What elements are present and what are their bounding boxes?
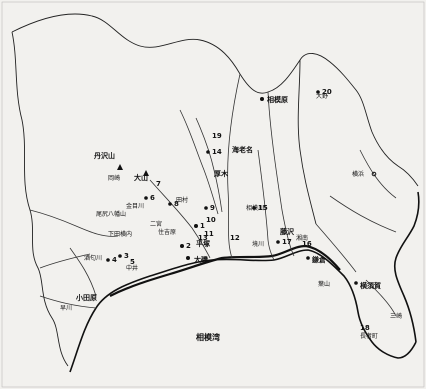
river-sagami xyxy=(227,73,241,259)
river-peninsula xyxy=(315,223,357,273)
site-number-8: 8 xyxy=(174,200,179,208)
site-number-14: 14 xyxy=(212,148,222,156)
river-west-1 xyxy=(29,209,119,237)
site-number-9: 9 xyxy=(210,204,215,212)
marker-tanzawa xyxy=(117,164,123,170)
site-dot xyxy=(316,90,320,94)
coastline-east xyxy=(393,191,420,343)
site-number-13: 13 xyxy=(198,234,208,242)
site-number-16: 16 xyxy=(302,240,312,248)
site-dot xyxy=(144,196,148,200)
label-site-misaki: 三崎 xyxy=(390,312,402,320)
label-site-oono: 大野 xyxy=(316,92,328,100)
marker-yokohama xyxy=(371,171,377,177)
marker-sagamihara xyxy=(260,97,264,101)
label-odawara: 小田原 xyxy=(75,293,97,302)
label-fujisawa: 藤沢 xyxy=(279,227,295,236)
label-atsugi: 厚木 xyxy=(214,169,229,178)
site-dot xyxy=(252,206,256,210)
site-dot xyxy=(106,258,110,262)
label-site-koyama: 尾尻八幡山 xyxy=(96,210,126,218)
site-dot xyxy=(118,254,122,258)
label-site-sakai: 境川 xyxy=(252,240,264,248)
site-number-5: 5 xyxy=(130,258,135,266)
site-number-6: 6 xyxy=(150,194,155,202)
site-number-20: 20 xyxy=(322,88,332,96)
site-number-10: 10 xyxy=(206,216,216,224)
label-hiratsuka: 平塚 xyxy=(196,239,210,248)
site-number-1: 1 xyxy=(200,222,205,230)
site-number-15: 15 xyxy=(258,204,268,212)
river-kaname xyxy=(149,179,211,259)
prefecture-border-east xyxy=(297,59,317,225)
prefecture-border-west xyxy=(11,31,69,367)
railway-line xyxy=(109,244,341,297)
river-west-2 xyxy=(39,253,91,269)
label-sagamihara: 相模原 xyxy=(267,95,288,104)
river-nakatsu xyxy=(179,109,219,215)
river-sakai xyxy=(267,91,295,257)
marker-yokosuka xyxy=(354,281,358,285)
label-site-kanameda: 金目川 xyxy=(126,202,144,210)
prefecture-border xyxy=(11,13,419,187)
label-tanzawa: 丹沢山 xyxy=(93,151,115,160)
river-sakawa xyxy=(69,247,97,297)
site-numbers: 1 2 3 4 5 6 7 8 9 10 11 12 13 14 15 16 1… xyxy=(112,88,370,332)
label-sagami-bay: 相模湾 xyxy=(196,332,220,342)
site-number-18: 18 xyxy=(360,324,370,332)
label-site-okazaki: 岡崎 xyxy=(108,174,120,182)
site-number-12: 12 xyxy=(230,234,240,242)
label-site-haya: 早川 xyxy=(60,305,72,312)
site-dot xyxy=(206,150,210,154)
label-site-sakawa: 酒匂川 xyxy=(84,254,102,262)
river-haya xyxy=(39,295,97,309)
site-number-2: 2 xyxy=(186,242,191,250)
site-number-4: 4 xyxy=(112,256,117,264)
site-dot xyxy=(180,244,184,248)
label-site-tamura: 田村 xyxy=(176,196,188,204)
site-dot xyxy=(168,202,172,206)
marker-kamakura xyxy=(306,256,310,260)
label-ebina: 海老名 xyxy=(232,145,253,154)
marker-ooyama xyxy=(143,170,149,176)
label-site-sumiyoshi: 住吉原 xyxy=(158,228,176,236)
marker-ooiso xyxy=(186,256,190,260)
label-site-shonan: 湘南 xyxy=(296,234,308,242)
label-site-shimo: 下田横内 xyxy=(108,230,132,238)
river-yokohama xyxy=(359,149,397,199)
site-number-7: 7 xyxy=(156,180,161,188)
label-site-hayama: 葉山 xyxy=(318,280,330,288)
label-site-choushi: 長者町 xyxy=(360,333,378,340)
river-hikichi xyxy=(257,149,275,261)
site-dot xyxy=(194,224,198,228)
label-ooiso: 大磯 xyxy=(194,255,208,264)
site-number-3: 3 xyxy=(124,252,129,260)
site-dot xyxy=(204,206,208,210)
label-yokosuka: 横須賀 xyxy=(360,281,381,290)
coastline xyxy=(69,249,417,373)
label-yokohama: 横浜 xyxy=(352,170,364,178)
river-kosuga xyxy=(195,117,223,213)
site-number-17: 17 xyxy=(282,238,292,246)
site-dots xyxy=(106,90,320,262)
label-site-nakai: 中井 xyxy=(126,264,138,272)
river-miura xyxy=(365,279,397,317)
site-dot xyxy=(276,240,280,244)
site-number-19: 19 xyxy=(212,132,222,140)
label-kamakura: 鎌倉 xyxy=(311,255,327,264)
site-number-11: 11 xyxy=(204,230,214,238)
label-site-ninomiya: 二宮 xyxy=(150,220,162,228)
river-tsurumi xyxy=(329,195,397,233)
label-ooyama: 大山 xyxy=(134,173,148,182)
